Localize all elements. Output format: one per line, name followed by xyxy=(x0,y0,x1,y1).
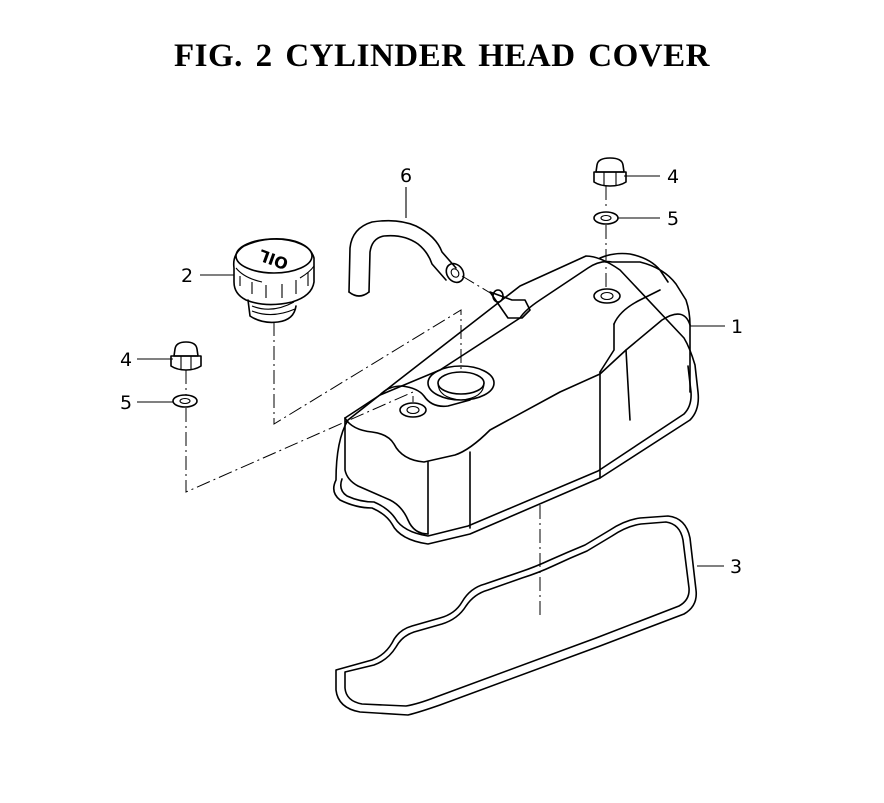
breather-hose-part[interactable] xyxy=(348,219,467,297)
figure-title: FIG. 2 CYLINDER HEAD COVER xyxy=(174,38,710,74)
cap-nut-left-part[interactable] xyxy=(170,341,202,371)
callout-2: 2 xyxy=(181,265,193,287)
assembly-centerlines xyxy=(185,186,607,615)
cap-nut-right-part[interactable] xyxy=(593,157,627,187)
cylinder-head-cover-part[interactable] xyxy=(332,252,700,545)
leader-lines xyxy=(137,175,725,567)
oil-filler-cap-part[interactable]: OIL xyxy=(232,238,315,324)
washer-right-part[interactable] xyxy=(593,211,619,225)
gasket-part[interactable] xyxy=(335,515,698,716)
callout-6: 6 xyxy=(400,165,412,187)
callout-4-left: 4 xyxy=(120,349,132,371)
callout-5-right: 5 xyxy=(667,208,679,230)
washer-left-part[interactable] xyxy=(172,394,198,408)
callout-1: 1 xyxy=(731,316,743,338)
callout-4-right: 4 xyxy=(667,166,679,188)
callout-5-left: 5 xyxy=(120,392,132,414)
cap-oil-marking: OIL xyxy=(256,245,290,273)
callout-3: 3 xyxy=(730,556,742,578)
